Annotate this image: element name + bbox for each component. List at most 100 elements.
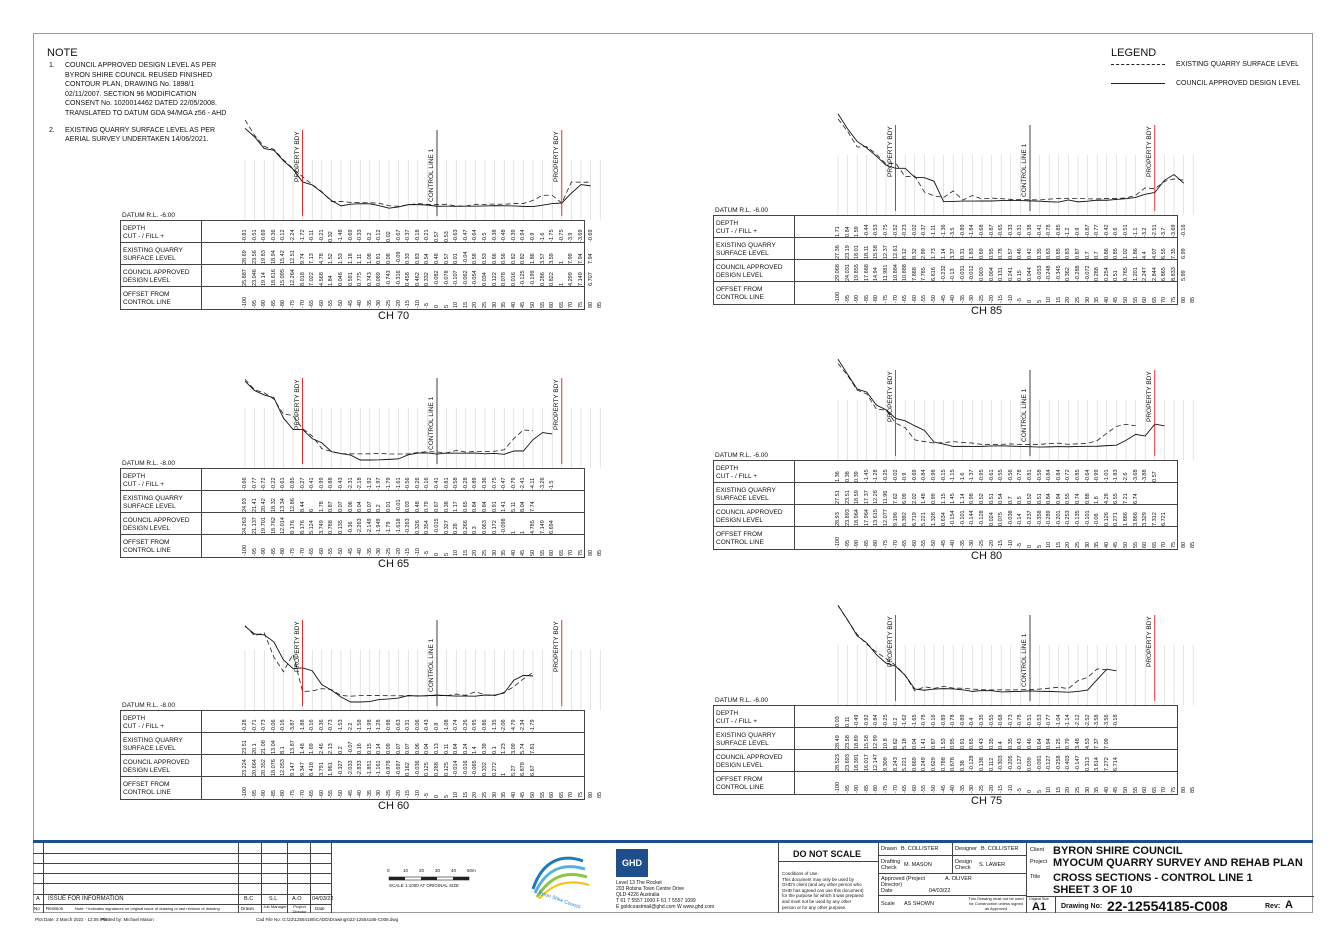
- cell-value: -0.31: [405, 719, 412, 732]
- cell-value: -1.61: [395, 477, 402, 490]
- cell-value: 5: [443, 794, 450, 798]
- cell-value: -1.92: [366, 477, 373, 490]
- cell-value: 23.19: [844, 245, 851, 259]
- cell-value: 50: [530, 791, 536, 798]
- cell-value: 0: [434, 304, 440, 308]
- cell-value: -85: [863, 540, 870, 548]
- cell-value: 19.701: [261, 517, 268, 534]
- cell-value: -3.9: [568, 232, 575, 242]
- cell-value: 1: [520, 530, 527, 534]
- cell-value: 1.8: [1094, 496, 1101, 504]
- table-row-offset: OFFSET FROM CONTROL LINE-100-95-90-85-80…: [121, 777, 603, 799]
- cell-value: -35: [959, 540, 966, 548]
- title-label: Title: [1030, 874, 1041, 880]
- cell-value: 17.668: [863, 264, 870, 281]
- cell-value: 35: [1094, 296, 1101, 303]
- cell-value: 8.62: [892, 738, 899, 749]
- cell-value: 60: [549, 791, 556, 798]
- cell-value: 8.32: [911, 248, 918, 259]
- cell-value: 80: [1180, 541, 1187, 548]
- cell-value: -90: [854, 785, 861, 793]
- cell-value: -0.25: [883, 714, 889, 727]
- cell-value: -0.082: [434, 270, 440, 286]
- cell-value: 8.04: [520, 501, 527, 512]
- cell-value: 24.031: [844, 264, 851, 281]
- cell-value: 0.42: [1027, 248, 1033, 259]
- cell-value: -0.258: [1055, 755, 1062, 771]
- cell-value: 75: [1171, 296, 1177, 303]
- cell-value: 0.24: [462, 743, 469, 754]
- cell-value: -0.86: [482, 719, 488, 732]
- cell-value: 55: [1132, 296, 1139, 303]
- cell-value: -50: [338, 790, 344, 798]
- cell-value: -0.31: [1017, 224, 1024, 237]
- cell-value: 8.392: [902, 512, 909, 526]
- cell-value: -0.28: [242, 719, 248, 732]
- cell-value: -90: [261, 790, 268, 798]
- cell-value: -100: [835, 291, 841, 303]
- cell-value: 0.82: [520, 253, 527, 264]
- cell-value: -2.033: [347, 760, 354, 776]
- cell-value: 0.15: [1017, 270, 1024, 281]
- cell-value: -85: [270, 300, 277, 308]
- cell-value: -35: [366, 548, 373, 556]
- cell-value: 12.99: [873, 735, 880, 749]
- cell-value: 0.788: [940, 757, 947, 771]
- cell-value: -0.53: [873, 224, 880, 237]
- cell-value: 9.147: [290, 762, 296, 776]
- cell-value: -0.95: [979, 469, 985, 482]
- cell-value: -0.9: [902, 472, 909, 482]
- cell-value: 23.224: [242, 759, 248, 776]
- cell-value: 1: [501, 772, 508, 776]
- row-label: DEPTH CUT - / FILL +: [123, 473, 164, 488]
- cell-value: -70: [299, 790, 306, 798]
- cell-value: -75: [883, 540, 889, 548]
- cell-value: 20: [472, 791, 479, 798]
- cell-value: -0.303: [998, 755, 1005, 771]
- cell-value: 0.94: [1055, 493, 1062, 504]
- cell-value: 65: [1151, 541, 1158, 548]
- cell-value: 28.523: [835, 754, 841, 771]
- cell-value: -80: [873, 295, 880, 303]
- cell-value: -45: [940, 295, 947, 303]
- conditions-line: GHD has agreed can use this document): [782, 887, 864, 893]
- cell-value: 3.791: [318, 762, 325, 776]
- legend-heading: LEGEND: [1111, 47, 1157, 59]
- cell-value: 45: [1113, 541, 1120, 548]
- row-label: EXISTING QUARRY SURFACE LEVEL: [716, 242, 776, 257]
- cell-value: -0.33: [1007, 224, 1014, 237]
- cell-value: 0.65: [969, 738, 976, 749]
- cell-value: 25: [482, 549, 488, 556]
- cell-value: 5: [1036, 299, 1043, 303]
- cell-value: -0.55: [988, 714, 995, 727]
- cell-value: -0.054: [472, 270, 479, 286]
- cell-value: -15: [405, 300, 412, 308]
- cell-value: -55: [921, 785, 928, 793]
- cell-value: -0.98: [386, 719, 392, 732]
- legend-existing-line: [1111, 64, 1165, 65]
- cell-value: 70: [1161, 786, 1168, 793]
- cell-value: -0.77: [251, 477, 258, 490]
- cell-value: 1.53: [338, 253, 344, 264]
- cell-value: -0.81: [1027, 469, 1033, 482]
- cell-value: -40: [357, 790, 364, 798]
- cell-value: 8.418: [309, 762, 316, 776]
- council-wave-icon: [531, 856, 590, 900]
- cell-value: -0.18: [1113, 714, 1120, 727]
- cell-value: 0.591: [347, 272, 354, 286]
- note-number: 1.: [49, 62, 55, 69]
- row-label: OFFSET FROM CONTROL LINE: [123, 781, 171, 796]
- rev-h-job: Job Manager: [263, 904, 287, 909]
- cell-value: 0.57: [434, 231, 440, 242]
- cell-value: -0.12: [376, 229, 383, 242]
- cell-value: 6.67: [530, 765, 536, 776]
- cell-value: -0.08: [1094, 513, 1101, 526]
- cell-value: 35: [1094, 786, 1101, 793]
- cell-value: 5.124: [309, 520, 316, 534]
- cell-value: -60: [318, 548, 325, 556]
- cell-value: 12.37: [883, 245, 889, 259]
- cell-value: 8.833: [1171, 267, 1177, 281]
